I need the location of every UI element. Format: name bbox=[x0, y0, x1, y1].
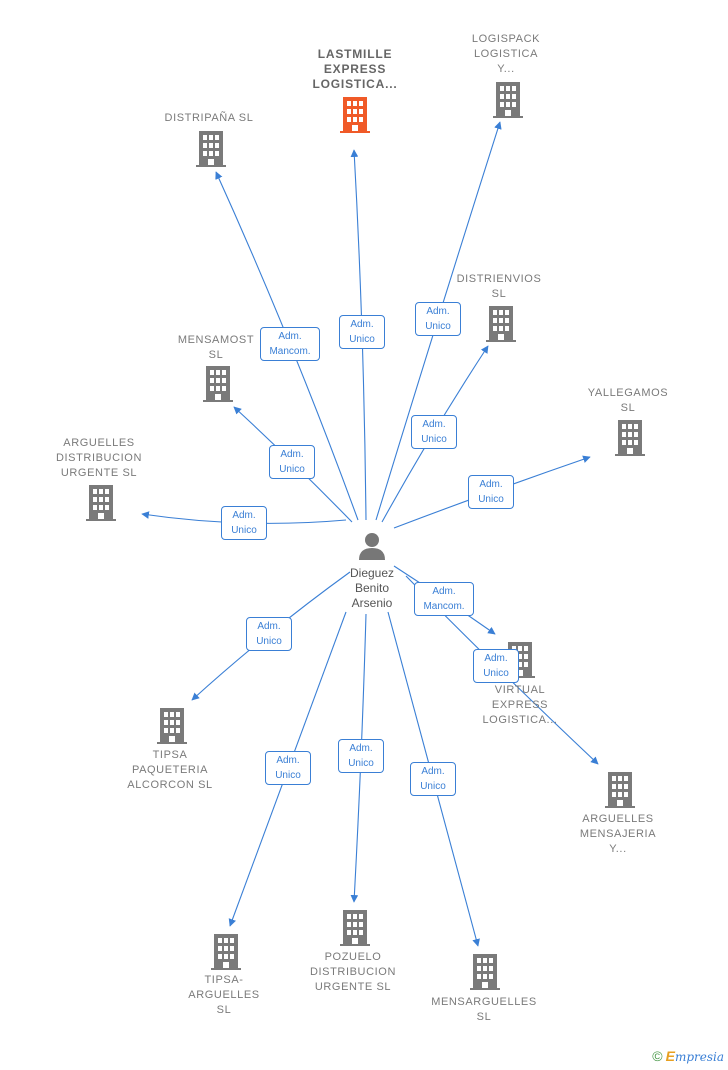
edge-label-lastmille[interactable]: Adm. Unico bbox=[339, 315, 385, 349]
building-icon-tipsa-arg[interactable] bbox=[211, 934, 241, 970]
edge-label-mensamost[interactable]: Adm. Unico bbox=[269, 445, 315, 479]
edge-label-distrienvios[interactable]: Adm. Unico bbox=[411, 415, 457, 449]
company-label-mensarguelles[interactable]: MENSARGUELLES SL bbox=[431, 996, 537, 1023]
brand-name: mpresia bbox=[674, 1050, 724, 1064]
edge-label-distripana[interactable]: Adm. Mancom. bbox=[260, 327, 320, 361]
company-label-distrienvios[interactable]: DISTRIENVIOS SL bbox=[456, 273, 542, 300]
person-name[interactable]: Dieguez Benito Arsenio bbox=[349, 566, 395, 610]
brand-initial: E bbox=[665, 1048, 675, 1064]
company-label-distripana[interactable]: DISTRIPAÑA SL bbox=[164, 112, 254, 124]
edge-label-logispack[interactable]: Adm. Unico bbox=[415, 302, 461, 336]
building-icon-lastmille[interactable] bbox=[340, 97, 370, 133]
building-icon-pozuelo[interactable] bbox=[340, 910, 370, 946]
company-label-tipsa-paq[interactable]: TIPSA PAQUETERIA ALCORCON SL bbox=[127, 749, 213, 791]
company-label-mensamost[interactable]: MENSAMOST SL bbox=[177, 334, 255, 361]
edge-label-yallegamos[interactable]: Adm. Unico bbox=[468, 475, 514, 509]
building-icon-tipsa-paq[interactable] bbox=[157, 708, 187, 744]
company-label-arguelles-dist[interactable]: ARGUELLES DISTRIBUCION URGENTE SL bbox=[55, 437, 143, 479]
building-icon-mensarguelles[interactable] bbox=[470, 954, 500, 990]
building-icon-distripana[interactable] bbox=[196, 131, 226, 167]
edge-label-tipsa-paq[interactable]: Adm. Unico bbox=[246, 617, 292, 651]
edge-label-arguelles-dist[interactable]: Adm. Unico bbox=[221, 506, 267, 540]
edge-label-arguelles-mens[interactable]: Adm. Unico bbox=[473, 649, 519, 683]
building-icon-mensamost[interactable] bbox=[203, 366, 233, 402]
company-label-virtual[interactable]: VIRTUAL EXPRESS LOGISTICA... bbox=[482, 684, 558, 726]
edge-label-tipsa-arg[interactable]: Adm. Unico bbox=[265, 751, 311, 785]
edge-label-mensarguelles[interactable]: Adm. Unico bbox=[410, 762, 456, 796]
company-label-yallegamos[interactable]: YALLEGAMOS SL bbox=[587, 387, 669, 414]
building-icon-arguelles-dist[interactable] bbox=[86, 485, 116, 521]
company-label-lastmille[interactable]: LASTMILLE EXPRESS LOGISTICA... bbox=[312, 47, 398, 91]
building-icon-arguelles-mens[interactable] bbox=[605, 772, 635, 808]
company-label-arguelles-mens[interactable]: ARGUELLES MENSAJERIA Y... bbox=[579, 813, 657, 855]
person-icon[interactable] bbox=[359, 533, 385, 560]
building-icon-yallegamos[interactable] bbox=[615, 420, 645, 456]
company-label-pozuelo[interactable]: POZUELO DISTRIBUCION URGENTE SL bbox=[309, 951, 397, 993]
company-label-tipsa-arg[interactable]: TIPSA- ARGUELLES SL bbox=[188, 974, 260, 1016]
edge-label-virtual[interactable]: Adm. Mancom. bbox=[414, 582, 474, 616]
building-icon-logispack[interactable] bbox=[493, 82, 523, 118]
company-label-logispack[interactable]: LOGISPACK LOGISTICA Y... bbox=[471, 33, 541, 75]
footer-brand: ©Empresia bbox=[652, 1048, 724, 1064]
edge-label-pozuelo[interactable]: Adm. Unico bbox=[338, 739, 384, 773]
copyright-symbol: © bbox=[652, 1048, 663, 1064]
building-icon-distrienvios[interactable] bbox=[486, 306, 516, 342]
